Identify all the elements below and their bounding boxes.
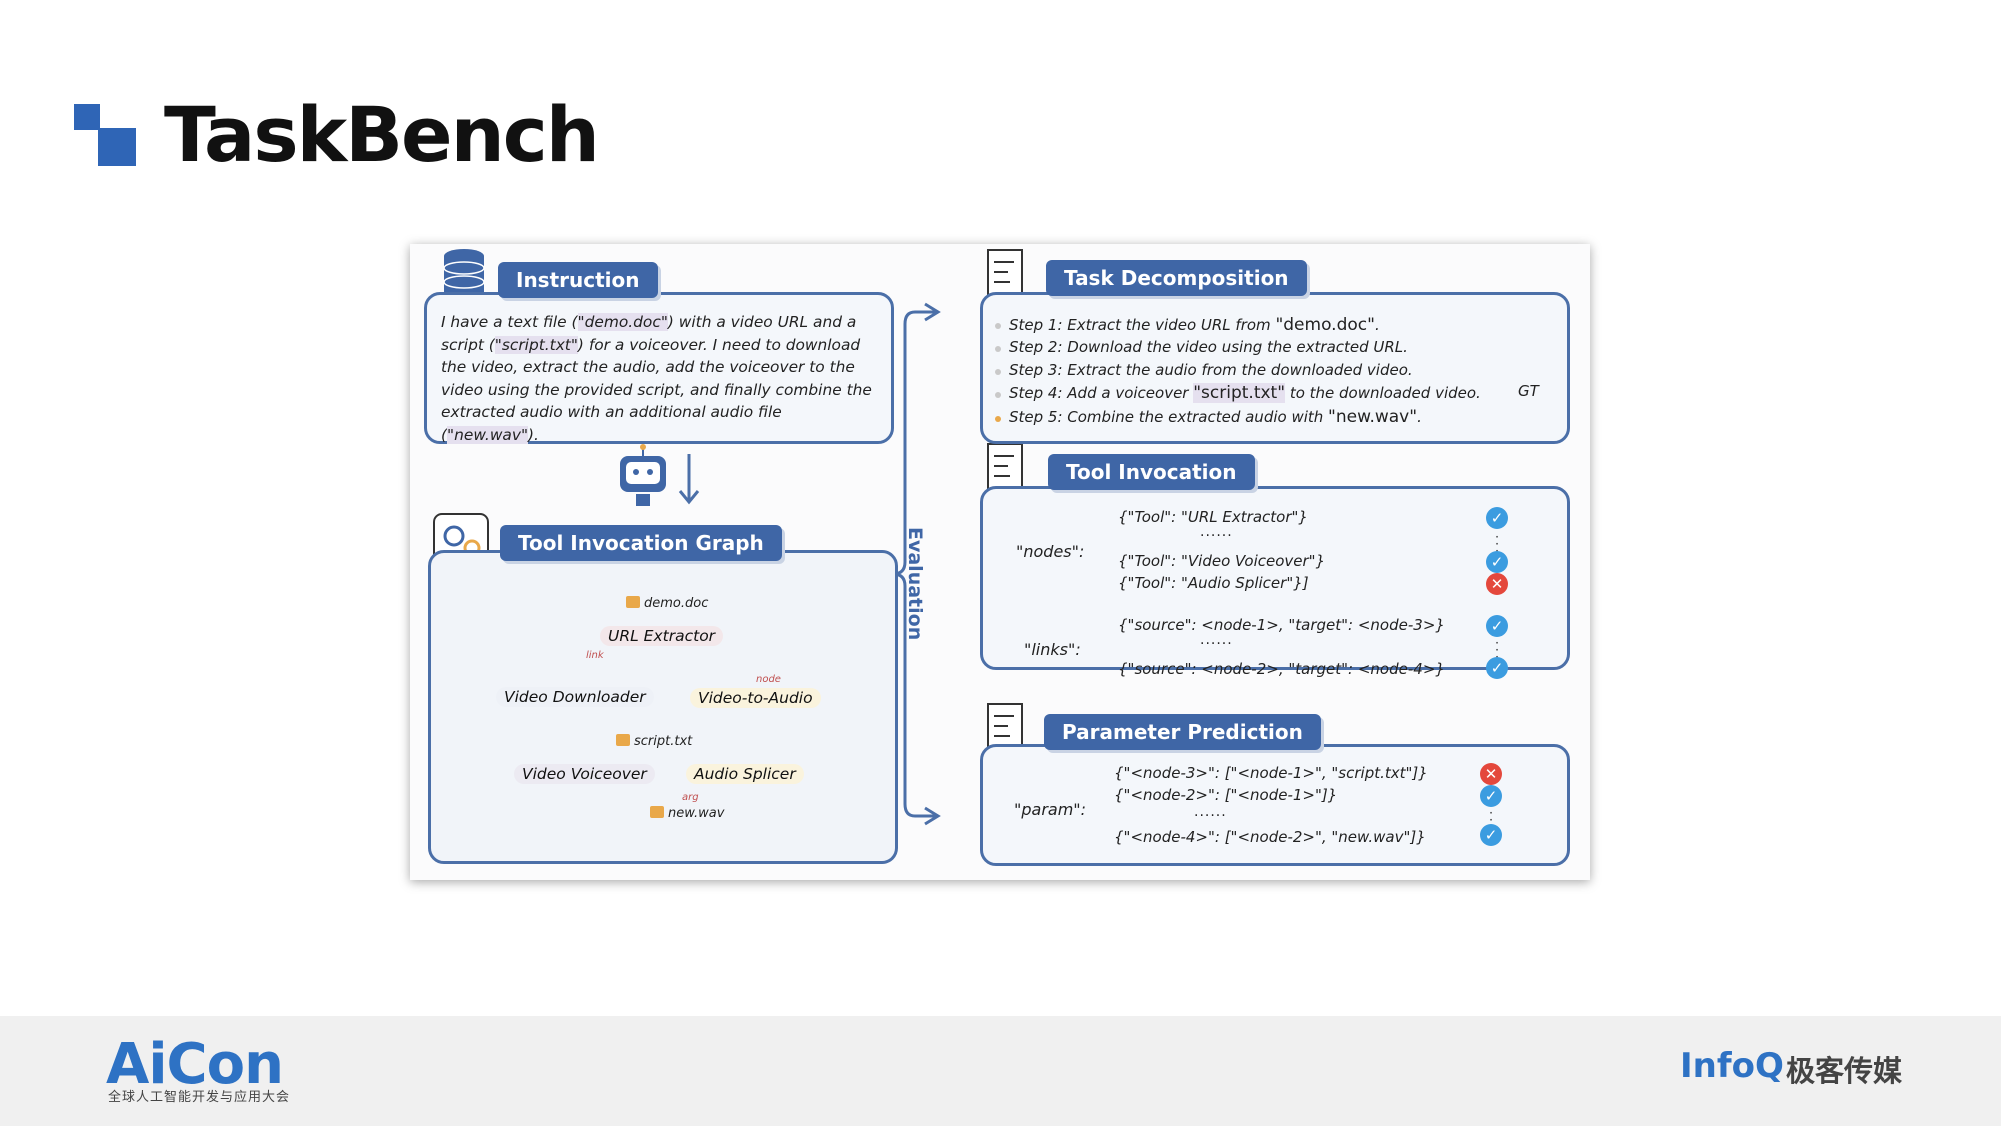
label-node: node <box>756 674 781 685</box>
links-label: "links": <box>1024 640 1081 659</box>
link-line-2: {"source": <node-2>, "target": <node-4>} <box>1118 660 1445 678</box>
footer-bar <box>0 1016 2001 1126</box>
param-label: "param": <box>1014 800 1087 819</box>
taskbench-figure: I have a text file ("demo.doc") with a v… <box>410 244 1590 880</box>
slide-logo-icon <box>74 104 136 166</box>
gt-label: GT <box>1518 382 1539 400</box>
graph-tag: Tool Invocation Graph <box>500 525 782 561</box>
node-line-ellipsis: ...... <box>1200 524 1233 540</box>
task-step-2: Step 2: Download the video using the ext… <box>1009 338 1408 356</box>
infoq-logo: InfoQ <box>1680 1046 1784 1086</box>
param-line-2: {"<node-2>": ["<node-1>"]} <box>1114 786 1338 804</box>
robot-icon <box>620 444 666 506</box>
aicon-subtitle: 全球人工智能开发与应用大会 <box>108 1089 291 1104</box>
task-decomposition-tag: Task Decomposition <box>1046 260 1307 296</box>
parameter-prediction-panel <box>980 744 1570 866</box>
instruction-text: I have a text file ("demo.doc") with a v… <box>441 313 872 444</box>
instruction-tag: Instruction <box>498 262 658 298</box>
check-icon: ✓ <box>1480 824 1502 846</box>
evaluation-label: Evaluation <box>904 527 926 641</box>
graph-file-script: script.txt <box>616 734 692 749</box>
node-url-extractor: URL Extractor <box>600 626 724 646</box>
param-line-ellipsis: ...... <box>1194 804 1227 820</box>
parameter-prediction-tag: Parameter Prediction <box>1044 714 1321 750</box>
check-icon: ✓ <box>1486 551 1508 573</box>
label-link: link <box>586 650 604 661</box>
check-icon: ✓ <box>1486 657 1508 679</box>
node-video-downloader: Video Downloader <box>496 687 654 707</box>
cross-icon: ✕ <box>1480 763 1502 785</box>
node-line-2: {"Tool": "Video Voiceover"} <box>1118 552 1326 570</box>
task-step-1: Step 1: Extract the video URL from "demo… <box>1009 315 1380 335</box>
task-decomposition-panel: Step 1: Extract the video URL from "demo… <box>980 292 1570 444</box>
node-video-voiceover: Video Voiceover <box>514 764 655 784</box>
param-line-1: {"<node-3>": ["<node-1>", "script.txt"]} <box>1114 764 1428 782</box>
task-step-5: Step 5: Combine the extracted audio with… <box>1009 407 1422 427</box>
link-line-1: {"source": <node-1>, "target": <node-3>} <box>1118 616 1445 634</box>
check-icon: ✓ <box>1486 615 1508 637</box>
node-line-1: {"Tool": "URL Extractor"} <box>1118 508 1308 526</box>
check-icon: ✓ <box>1480 785 1502 807</box>
task-step-3: Step 3: Extract the audio from the downl… <box>1009 361 1413 379</box>
check-icon: ✓ <box>1486 507 1508 529</box>
nodes-label: "nodes": <box>1016 542 1085 561</box>
clipboard-icon <box>987 249 1023 751</box>
page-title: TaskBench <box>164 90 600 179</box>
node-audio-splicer: Audio Splicer <box>686 764 804 784</box>
node-line-3: {"Tool": "Audio Splicer"}] <box>1118 574 1309 592</box>
graph-file-newwav: new.wav <box>650 806 724 821</box>
param-line-3: {"<node-4>": ["<node-2>", "new.wav"]} <box>1114 828 1426 846</box>
instruction-panel: I have a text file ("demo.doc") with a v… <box>424 292 894 444</box>
aicon-logo: AiCon <box>106 1032 284 1097</box>
label-arg: arg <box>682 792 699 803</box>
infoq-chinese-name: 极客传媒 <box>1786 1056 1903 1088</box>
task-step-4: Step 4: Add a voiceover "script.txt" to … <box>1009 383 1481 403</box>
graph-file-demo: demo.doc <box>626 596 708 611</box>
link-line-ellipsis: ...... <box>1200 632 1233 648</box>
cross-icon: ✕ <box>1486 573 1508 595</box>
tool-invocation-panel <box>980 486 1570 670</box>
tool-invocation-tag: Tool Invocation <box>1048 454 1255 490</box>
node-video-to-audio: Video-to-Audio <box>690 688 821 708</box>
